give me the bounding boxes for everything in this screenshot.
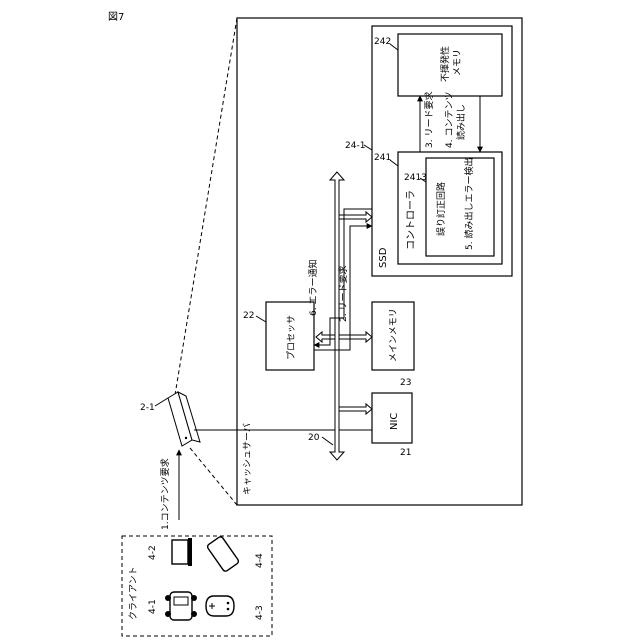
nic-label: NIC (389, 413, 400, 430)
step3-label: 3. リード要求 (423, 92, 435, 148)
server-ref-leader (155, 398, 168, 406)
nic-ref: 21 (400, 448, 411, 458)
ecc-ref: 2413 (404, 173, 427, 183)
step2-label: 2. リード要求 (337, 266, 349, 322)
step4-label-line2: 読み出し (455, 104, 467, 140)
nvm-label-line1: 不揮発性 (439, 46, 451, 82)
step5-label: 5. 読み出しエラー検出 (463, 158, 475, 250)
client-ref-4-1: 4-1 (148, 599, 158, 614)
step4-label-line1: 4. コンテンツ (444, 92, 455, 148)
step6-label: 6. エラー通知 (307, 260, 319, 316)
client-box (122, 536, 272, 636)
projection-line-top (175, 18, 237, 395)
nvm-ref: 242 (374, 37, 391, 47)
client-ref-4-2: 4-2 (148, 545, 158, 560)
projection-line-bottom (190, 448, 237, 505)
bus-ref: 20 (308, 433, 320, 443)
controller-ref: 241 (374, 153, 391, 163)
processor-label: プロセッサ (286, 315, 297, 360)
server-ref: 2-1 (140, 403, 155, 413)
processor-ref: 22 (243, 311, 254, 321)
client-label: クライアント (128, 566, 139, 620)
main-memory-label: メインメモリ (389, 308, 399, 362)
car-icon (165, 592, 197, 620)
gamepad-icon (206, 596, 234, 616)
main-memory-ref: 23 (400, 378, 411, 388)
smartphone-icon (206, 536, 239, 573)
cache-server-label: キャッシュサーバ (242, 423, 253, 495)
step1-label: 1.コンテンツ要求 (159, 458, 171, 530)
client-ref-4-3: 4-3 (255, 605, 265, 620)
figure-title: 図7 (108, 11, 124, 23)
ecc-label: 誤り訂正回路 (435, 182, 447, 236)
ssd-ref: 24-1 (345, 141, 365, 151)
server-icon (168, 392, 200, 446)
client-ref-4-4: 4-4 (255, 553, 265, 568)
laptop-icon (172, 538, 192, 566)
controller-label: コントローラ (405, 190, 417, 250)
nvm-label-line2: メモリ (453, 49, 463, 76)
ssd-label: SSD (378, 247, 389, 268)
